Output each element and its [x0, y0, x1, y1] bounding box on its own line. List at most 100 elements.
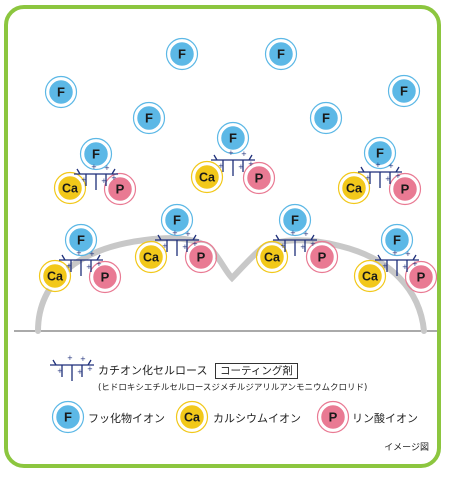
bound-fluoride-ion-7: F [380, 223, 414, 257]
svg-text:P: P [401, 182, 410, 197]
bound-fluoride-ion-1: F [79, 137, 113, 171]
legend-fluoride-icon: F [51, 400, 85, 434]
svg-text:+: + [241, 150, 247, 158]
svg-text:P: P [318, 250, 327, 265]
svg-text:+: + [91, 163, 97, 171]
svg-text:Ca: Ca [264, 251, 281, 265]
cationic-cellulose-2: +++++ [211, 149, 255, 176]
svg-text:P: P [101, 270, 110, 285]
svg-text:+: + [89, 250, 95, 258]
svg-text:F: F [173, 213, 181, 228]
svg-text:+: + [388, 162, 394, 170]
free-fluoride-ion-5: F [132, 101, 166, 135]
phosphate-ion-1: P [103, 172, 137, 206]
free-fluoride-ion-4: F [387, 74, 421, 108]
svg-text:P: P [329, 410, 338, 425]
svg-text:+: + [87, 365, 93, 373]
svg-text:P: P [417, 270, 426, 285]
svg-text:F: F [92, 147, 100, 162]
svg-text:+: + [218, 162, 224, 170]
bound-fluoride-ion-2: F [216, 121, 250, 155]
bound-fluoride-ion-4: F [160, 203, 194, 237]
svg-text:+: + [310, 240, 316, 248]
svg-text:F: F [393, 233, 401, 248]
svg-text:F: F [64, 410, 72, 425]
svg-text:+: + [385, 175, 391, 183]
cationic-cellulose-7: +++++ [375, 249, 419, 276]
calcium-ion-2: Ca [190, 160, 224, 194]
svg-text:+: + [238, 163, 244, 171]
svg-text:+: + [395, 172, 401, 180]
bound-fluoride-ion-6: F [64, 223, 98, 257]
svg-text:+: + [375, 161, 381, 169]
calcium-ion-7: Ca [353, 259, 387, 293]
svg-text:Ca: Ca [184, 411, 201, 425]
free-fluoride-ion-3: F [44, 75, 78, 109]
legend-calcium-icon: Ca [175, 400, 209, 434]
svg-text:Ca: Ca [199, 171, 216, 185]
calcium-ion-5: Ca [255, 240, 289, 274]
cationic-cellulose-4: +++++ [155, 229, 199, 256]
svg-text:P: P [255, 171, 264, 186]
svg-text:+: + [172, 229, 178, 237]
calcium-ion-4: Ca [134, 240, 168, 274]
cationic-cellulose-6: +++++ [59, 249, 103, 276]
svg-text:Ca: Ca [362, 270, 379, 284]
svg-text:F: F [229, 131, 237, 146]
free-fluoride-ion-2: F [264, 37, 298, 71]
svg-text:+: + [57, 367, 63, 375]
svg-text:P: P [197, 250, 206, 265]
svg-text:+: + [382, 262, 388, 270]
svg-text:+: + [67, 354, 73, 362]
bound-fluoride-ion-3: F [363, 136, 397, 170]
cationic-cellulose-3: +++++ [358, 161, 402, 188]
cationic-cellulose-5: +++++ [273, 229, 317, 256]
svg-text:+: + [392, 249, 398, 257]
svg-text:Ca: Ca [143, 251, 160, 265]
svg-text:+: + [412, 260, 418, 268]
cationic-cellulose-1: +++++ [74, 163, 118, 190]
legend-polymer-icon: +++++ [50, 354, 94, 381]
svg-text:Ca: Ca [62, 182, 79, 196]
svg-text:+: + [66, 262, 72, 270]
svg-text:+: + [81, 176, 87, 184]
svg-text:+: + [101, 177, 107, 185]
svg-text:F: F [400, 84, 408, 99]
bound-fluoride-ion-5: F [278, 203, 312, 237]
svg-text:+: + [104, 164, 110, 172]
svg-text:+: + [402, 263, 408, 271]
phosphate-ion-7: P [404, 260, 438, 294]
free-fluoride-ion-6: F [309, 101, 343, 135]
svg-text:+: + [77, 368, 83, 376]
svg-text:F: F [57, 85, 65, 100]
svg-text:+: + [80, 355, 86, 363]
phosphate-ion-3: P [388, 172, 422, 206]
calcium-ion-1: Ca [53, 171, 87, 205]
svg-text:+: + [303, 230, 309, 238]
calcium-ion-6: Ca [38, 259, 72, 293]
tooth-outline [35, 235, 427, 334]
svg-text:F: F [291, 213, 299, 228]
svg-text:+: + [192, 240, 198, 248]
svg-text:+: + [405, 250, 411, 258]
svg-text:+: + [290, 229, 296, 237]
svg-text:+: + [76, 249, 82, 257]
svg-text:F: F [145, 111, 153, 126]
svg-text:P: P [116, 182, 125, 197]
svg-text:Ca: Ca [346, 182, 363, 196]
svg-text:+: + [228, 149, 234, 157]
svg-text:+: + [96, 260, 102, 268]
svg-text:F: F [77, 233, 85, 248]
image-caption: イメージ図 [384, 443, 429, 453]
phosphate-ion-2: P [242, 161, 276, 195]
phosphate-ion-6: P [88, 260, 122, 294]
svg-text:Ca: Ca [47, 270, 64, 284]
phosphate-ion-4: P [184, 240, 218, 274]
svg-text:F: F [322, 111, 330, 126]
svg-text:+: + [111, 174, 117, 182]
svg-text:+: + [365, 174, 371, 182]
phosphate-ion-5: P [305, 240, 339, 274]
calcium-ion-3: Ca [337, 171, 371, 205]
svg-text:+: + [300, 243, 306, 251]
